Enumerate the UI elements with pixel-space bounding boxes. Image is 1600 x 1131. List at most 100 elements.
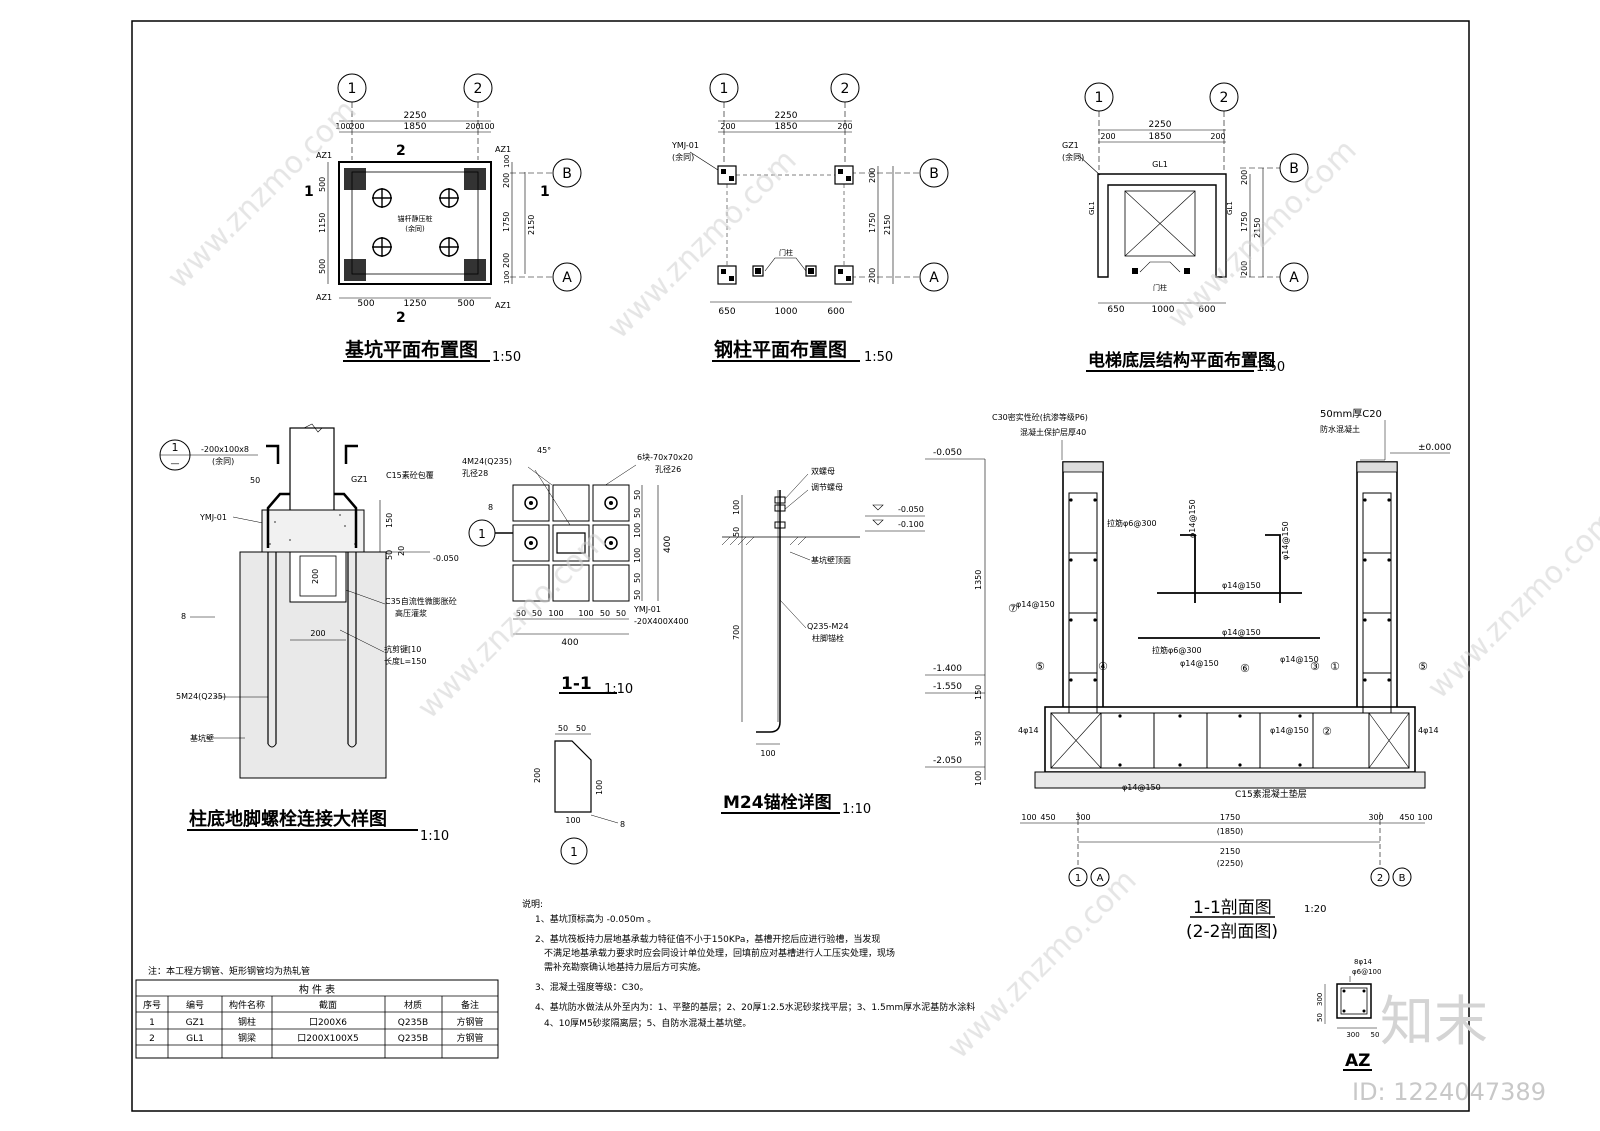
svg-text:截面: 截面 xyxy=(319,999,337,1011)
svg-text:Q235B: Q235B xyxy=(398,1018,428,1028)
svg-text:门柱: 门柱 xyxy=(1153,283,1167,292)
svg-text:φ14@150: φ14@150 xyxy=(1122,783,1161,792)
svg-text:A: A xyxy=(1289,270,1299,286)
svg-text:400: 400 xyxy=(561,638,578,648)
svg-text:4M24(Q235): 4M24(Q235) xyxy=(462,457,512,466)
svg-text:www.znzmo.com: www.znzmo.com xyxy=(941,863,1144,1066)
svg-text:2: 2 xyxy=(396,310,406,326)
svg-text:3、混凝土强度等级：C30。: 3、混凝土强度等级：C30。 xyxy=(535,981,648,993)
svg-text:1: 1 xyxy=(540,184,550,200)
svg-text:口200X6: 口200X6 xyxy=(309,1018,347,1028)
anchor-title: M24锚栓详图 xyxy=(723,792,832,813)
svg-text:构件名称: 构件名称 xyxy=(229,999,265,1011)
svg-text:1850: 1850 xyxy=(775,122,798,132)
svg-text:2、基坑筏板持力层地基承载力特征值不小于150KPa，基槽开: 2、基坑筏板持力层地基承载力特征值不小于150KPa，基槽开挖后应进行验槽，当发… xyxy=(535,933,880,945)
svg-text:1: 1 xyxy=(304,184,314,200)
svg-text:50: 50 xyxy=(1316,1013,1324,1022)
svg-text:基坑壁: 基坑壁 xyxy=(190,733,214,743)
svg-text:AZ1: AZ1 xyxy=(316,293,332,302)
svg-text:100: 100 xyxy=(548,609,563,618)
svg-text:φ14@150: φ14@150 xyxy=(1222,581,1261,590)
svg-text:Q235B: Q235B xyxy=(398,1034,428,1044)
svg-text:方钢管: 方钢管 xyxy=(456,1016,483,1028)
svg-text:2: 2 xyxy=(396,143,406,159)
svg-text:450: 450 xyxy=(1399,813,1414,822)
svg-text:防水混凝土: 防水混凝土 xyxy=(1320,424,1360,434)
svg-text:C35自流性微膨胀砼: C35自流性微膨胀砼 xyxy=(385,596,457,606)
svg-text:2: 2 xyxy=(149,1034,155,1044)
svg-text:C15素砼包覆: C15素砼包覆 xyxy=(386,470,434,480)
svg-text:150: 150 xyxy=(974,685,983,700)
svg-text:5M24(Q235): 5M24(Q235) xyxy=(176,692,226,701)
svg-text:φ6@100: φ6@100 xyxy=(1352,968,1381,976)
svg-text:2150: 2150 xyxy=(883,215,892,235)
svg-text:1:50: 1:50 xyxy=(864,350,893,365)
svg-text:400: 400 xyxy=(663,536,673,553)
svg-text:200: 200 xyxy=(465,122,480,131)
section-pit: C30密实性砼(抗渗等级P6) 混凝土保护层厚40 50mm厚C20 防水混凝土… xyxy=(925,408,1452,942)
svg-text:基坑壁顶面: 基坑壁顶面 xyxy=(811,555,851,565)
svg-text:孔径28: 孔径28 xyxy=(462,468,488,478)
svg-text:100: 100 xyxy=(503,271,511,284)
svg-text:50: 50 xyxy=(600,609,610,618)
svg-text:拉筋φ6@300: 拉筋φ6@300 xyxy=(1152,645,1202,655)
svg-text:50: 50 xyxy=(633,508,642,518)
svg-text:1750: 1750 xyxy=(502,212,511,232)
svg-text:500: 500 xyxy=(318,177,327,192)
svg-text:50: 50 xyxy=(616,609,626,618)
svg-text:www.znzmo.com: www.znzmo.com xyxy=(1421,503,1600,706)
notes-heading: 说明: xyxy=(522,898,543,910)
svg-text:100: 100 xyxy=(503,155,511,168)
svg-text:③: ③ xyxy=(1310,660,1320,673)
svg-text:50mm厚C20: 50mm厚C20 xyxy=(1320,408,1382,420)
svg-text:φ14@150: φ14@150 xyxy=(1281,521,1290,560)
svg-text:1、基坑顶标高为 -0.050m 。: 1、基坑顶标高为 -0.050m 。 xyxy=(535,913,656,925)
svg-text:600: 600 xyxy=(827,307,844,317)
svg-text:200: 200 xyxy=(1240,261,1249,276)
svg-text:φ14@150: φ14@150 xyxy=(1016,600,1055,609)
svg-text:⑤: ⑤ xyxy=(1035,660,1045,673)
svg-text:门柱: 门柱 xyxy=(779,248,793,257)
pile-note: 锚杆静压桩 xyxy=(398,214,433,223)
svg-text:50: 50 xyxy=(532,609,542,618)
svg-text:C30密实性砼(抗渗等级P6): C30密实性砼(抗渗等级P6) xyxy=(992,412,1088,422)
svg-text:2150: 2150 xyxy=(1220,847,1240,856)
svg-text:-20X400X400: -20X400X400 xyxy=(634,617,689,626)
svg-text:—: — xyxy=(171,459,180,469)
svg-text:50: 50 xyxy=(732,527,741,537)
svg-text:50: 50 xyxy=(250,476,260,485)
svg-text:Q235-M24: Q235-M24 xyxy=(807,622,849,631)
svg-text:GL1: GL1 xyxy=(186,1034,204,1044)
table-caption: 构 件 表 xyxy=(299,983,335,996)
svg-text:1: 1 xyxy=(570,845,578,859)
svg-text:A: A xyxy=(929,270,939,286)
svg-text:2250: 2250 xyxy=(404,111,427,121)
svg-text:1850: 1850 xyxy=(1149,132,1172,142)
table-note: 注：本工程方钢管、矩形钢管均为热轧管 xyxy=(148,965,310,977)
svg-text:1150: 1150 xyxy=(318,213,327,233)
svg-text:抗剪键[10: 抗剪键[10 xyxy=(384,644,421,654)
svg-text:⑥: ⑥ xyxy=(1240,662,1250,675)
svg-text:钢柱: 钢柱 xyxy=(238,1016,256,1028)
svg-text:(余同): (余同) xyxy=(405,224,425,233)
svg-text:200: 200 xyxy=(502,173,511,188)
svg-text:-1.400: -1.400 xyxy=(933,664,962,674)
svg-text:±0.000: ±0.000 xyxy=(1418,443,1452,453)
svg-text:www.znzmo.com: www.znzmo.com xyxy=(1161,133,1364,336)
svg-text:50: 50 xyxy=(516,609,526,618)
svg-text:(余同): (余同) xyxy=(1062,152,1084,162)
svg-text:GL1: GL1 xyxy=(1088,201,1096,215)
svg-text:φ14@150: φ14@150 xyxy=(1188,499,1197,538)
svg-text:200: 200 xyxy=(837,122,852,131)
svg-text:双螺母: 双螺母 xyxy=(811,466,835,476)
svg-text:⑤: ⑤ xyxy=(1418,660,1428,673)
detail-anchor-bolt: 双螺母 调节螺母 基坑壁顶面 -0.050 -0.100 100 50 700 … xyxy=(721,466,925,817)
svg-text:(2-2剖面图): (2-2剖面图) xyxy=(1186,922,1278,942)
svg-text:长度L=150: 长度L=150 xyxy=(384,656,426,666)
svg-text:-1.550: -1.550 xyxy=(933,682,962,692)
svg-text:AZ1: AZ1 xyxy=(316,151,332,160)
svg-text:100: 100 xyxy=(578,609,593,618)
svg-text:拉筋φ6@300: 拉筋φ6@300 xyxy=(1107,518,1157,528)
svg-text:AZ: AZ xyxy=(1345,1051,1370,1071)
svg-text:200: 200 xyxy=(868,168,877,183)
